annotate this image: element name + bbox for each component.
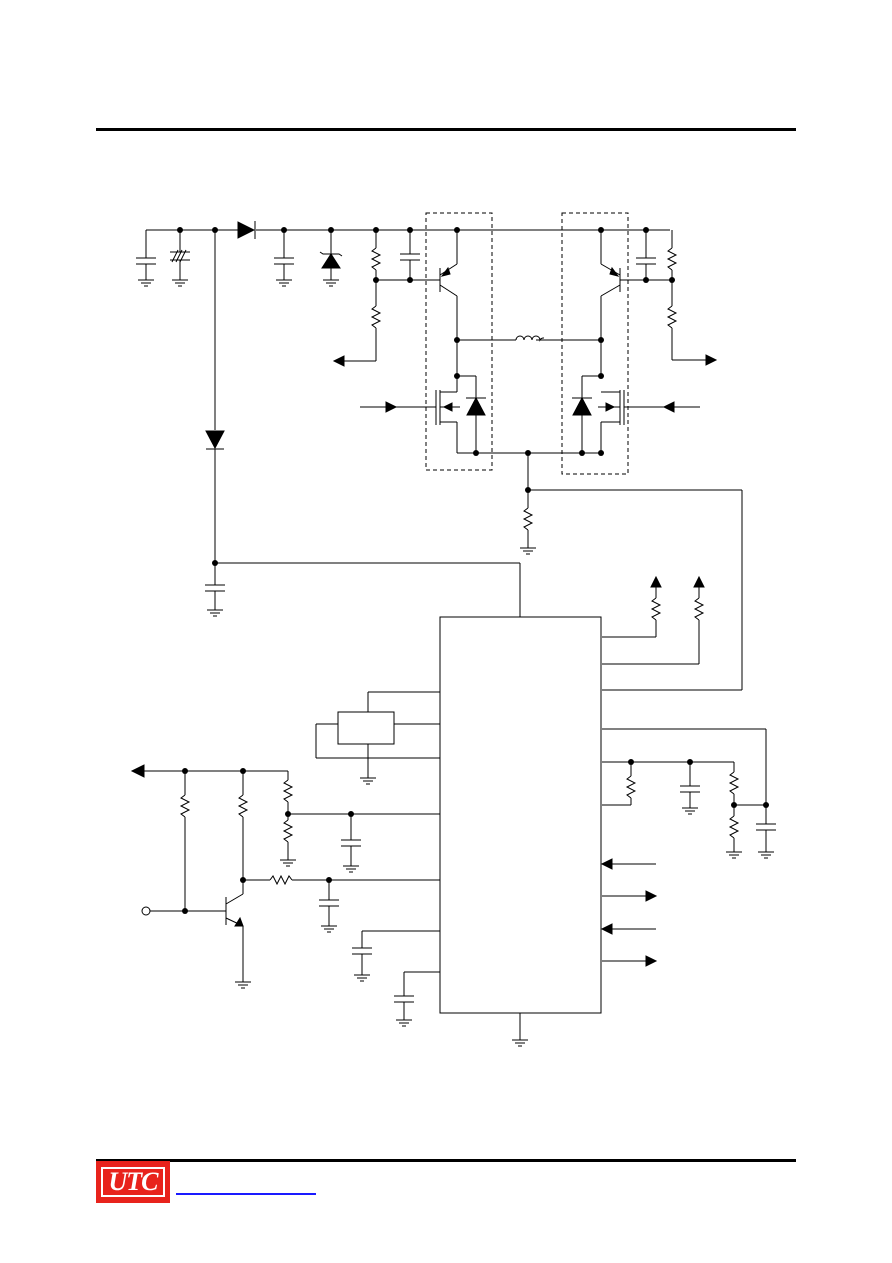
- pullup-resistor-2: [602, 575, 705, 665]
- right-npn-transistor: [600, 230, 672, 340]
- base-capacitor-right: [636, 230, 656, 280]
- pullup-resistor-1: [602, 575, 662, 638]
- current-sense-resistor: [519, 489, 743, 691]
- bias-resistor-upper: [370, 230, 382, 306]
- utc-logo-frame: UTC: [101, 1167, 165, 1197]
- varistor: [170, 230, 190, 287]
- right-freewheel-diode: [572, 396, 592, 453]
- base-capacitor-left: [400, 230, 420, 280]
- rail-diode: [237, 221, 256, 239]
- left-freewheel-diode: [466, 396, 486, 453]
- website-link-underline[interactable]: [176, 1193, 316, 1195]
- utc-logo-text: UTC: [108, 1167, 159, 1196]
- left-mosfet: [360, 340, 477, 453]
- ic-ground: [511, 1013, 529, 1047]
- footer-rule: [96, 1159, 796, 1162]
- input-capacitor: [136, 230, 156, 287]
- right-bias-resistor-lower: [666, 305, 718, 366]
- timing-capacitor-1: [352, 930, 440, 982]
- bias-resistor-lower: [332, 305, 382, 367]
- rt-ct-network: [602, 728, 776, 859]
- right-bias-resistor-upper: [666, 230, 678, 306]
- utc-logo: UTC: [96, 1161, 170, 1203]
- input-interface-network: [130, 764, 440, 989]
- right-half-bridge-box: [561, 212, 629, 475]
- right-mosfet: [581, 340, 700, 453]
- hall-sensor: [315, 691, 440, 785]
- zener-diode: [319, 230, 343, 287]
- controller-ic: [439, 616, 602, 1014]
- left-npn-transistor: [439, 230, 458, 340]
- timing-capacitor-2: [394, 971, 440, 1027]
- bulk-capacitor: [274, 230, 294, 287]
- junction-dots: [177, 227, 769, 914]
- header-rule: [96, 128, 796, 131]
- motor-coil: [457, 335, 601, 342]
- supply-feed-diode: [205, 230, 225, 563]
- io-arrows: [600, 858, 658, 967]
- ic-supply-capacitor: [205, 562, 521, 617]
